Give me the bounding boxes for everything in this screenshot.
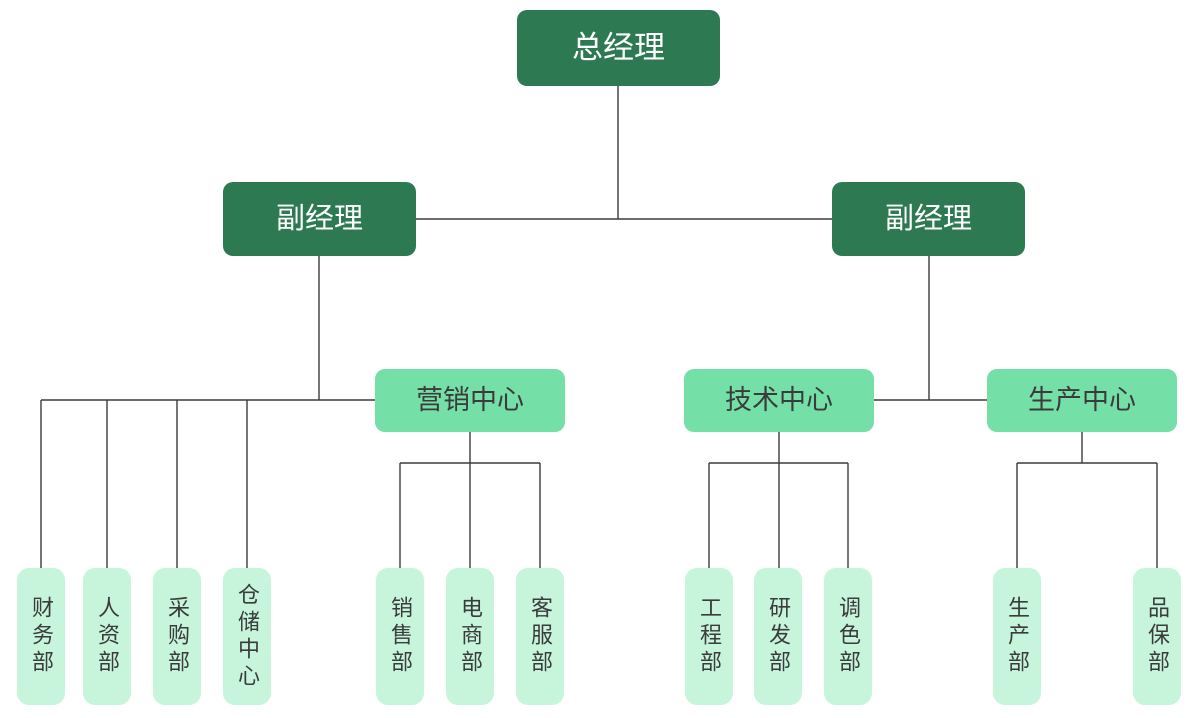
org-node-department[interactable]: 客服部 [516, 568, 564, 705]
org-node-department[interactable]: 研发部 [754, 568, 802, 705]
org-node-label: 生产中心 [1028, 385, 1136, 416]
org-node-label: 副经理 [275, 202, 363, 235]
org-node-department[interactable]: 调色部 [824, 568, 872, 705]
org-node-label: 人资部 [95, 596, 120, 677]
org-node-label: 采购部 [165, 596, 190, 677]
org-node-department[interactable]: 电商部 [446, 568, 494, 705]
org-node-label: 副经理 [884, 202, 972, 235]
org-node-label: 研发部 [766, 596, 791, 677]
org-node-general-manager[interactable]: 总经理 [517, 10, 720, 86]
org-node-department[interactable]: 生产部 [993, 568, 1041, 705]
org-node-label: 生产部 [1005, 596, 1030, 677]
org-node-deputy-manager-left[interactable]: 副经理 [223, 182, 416, 256]
org-node-deputy-manager-right[interactable]: 副经理 [832, 182, 1025, 256]
org-node-label: 营销中心 [416, 385, 524, 416]
org-node-label: 总经理 [572, 29, 665, 65]
org-node-center[interactable]: 技术中心 [684, 369, 874, 432]
org-node-department[interactable]: 销售部 [376, 568, 424, 705]
org-node-label: 销售部 [388, 596, 413, 677]
org-node-label: 工程部 [697, 596, 722, 677]
org-node-label: 品保部 [1145, 596, 1170, 677]
org-node-department[interactable]: 采购部 [153, 568, 201, 705]
org-node-label: 技术中心 [725, 385, 833, 416]
org-node-department[interactable]: 人资部 [83, 568, 131, 705]
org-node-department[interactable]: 工程部 [685, 568, 733, 705]
org-node-center[interactable]: 生产中心 [987, 369, 1177, 432]
org-node-label: 电商部 [458, 596, 483, 677]
org-node-department[interactable]: 财务部 [17, 568, 65, 705]
org-node-label: 客服部 [528, 596, 553, 677]
org-node-label: 财务部 [29, 596, 54, 677]
org-node-center[interactable]: 营销中心 [375, 369, 565, 432]
org-node-department[interactable]: 仓储中心 [223, 568, 271, 705]
org-node-label: 仓储中心 [235, 582, 260, 691]
org-node-department[interactable]: 品保部 [1133, 568, 1181, 705]
org-node-label: 调色部 [836, 596, 861, 677]
